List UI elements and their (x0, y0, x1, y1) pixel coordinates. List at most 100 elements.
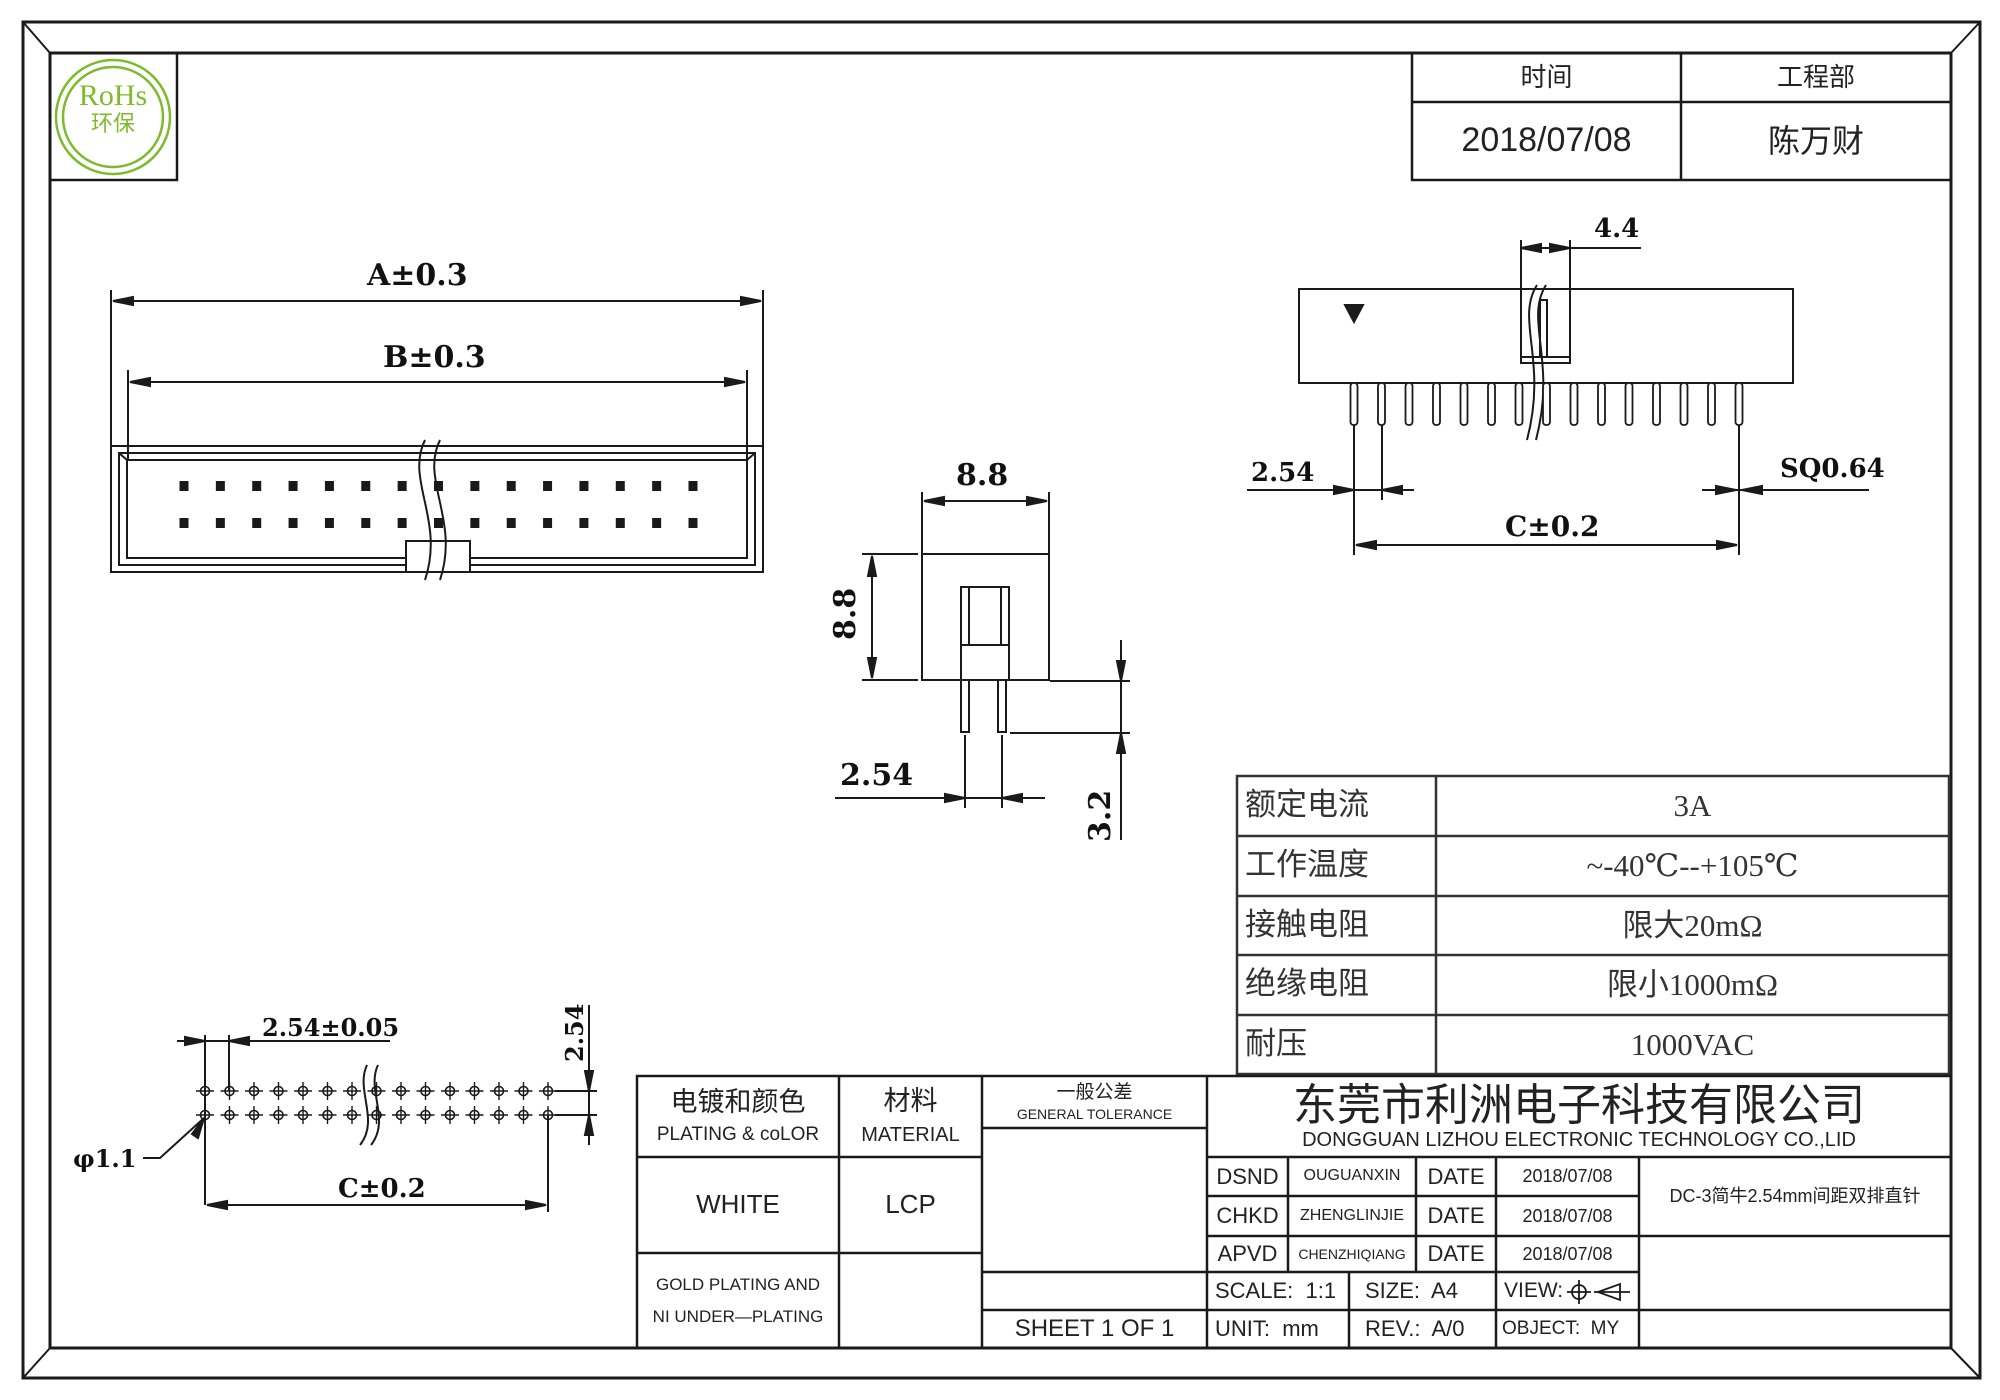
plating-label-en: PLATING & coLOR (656, 1124, 820, 1146)
front-view-pin (1707, 382, 1716, 426)
signoff-role: CHKD (1216, 1203, 1279, 1229)
spec-value: 限大20mΩ (1622, 907, 1763, 943)
rohs-cn-text: 环保 (90, 112, 135, 137)
dim-a-label: A±0.3 (367, 258, 468, 293)
top-view-pin (288, 481, 298, 491)
side-view-drawing (835, 492, 1130, 840)
front-view-pin (1487, 382, 1496, 426)
rohs-text: RoHs (78, 79, 148, 112)
front-view-drawing (1247, 240, 1869, 555)
pcb-hole (367, 1082, 386, 1100)
signoff-date: 2018/07/08 (1522, 1166, 1613, 1187)
object-field: OBJECT: MY (1502, 1318, 1620, 1340)
spec-label: 绝缘电阻 (1245, 966, 1369, 1003)
pcb-hole (465, 1082, 484, 1100)
signoff-name: ZHENGLINJIE (1299, 1206, 1404, 1224)
side-dim-pitch: 2.54 (840, 758, 914, 793)
front-view-pins (1349, 382, 1744, 426)
unit-field: UNIT: mm (1215, 1316, 1319, 1342)
front-view-pin (1432, 382, 1441, 426)
pcb-hole (490, 1106, 508, 1124)
header-time-label: 时间 (1520, 61, 1573, 92)
front-view-pin (1734, 382, 1744, 426)
top-view-pin (179, 518, 189, 528)
pcb-hole (294, 1106, 312, 1124)
pcb-hole (441, 1082, 459, 1100)
top-view-pin (215, 481, 225, 491)
spec-value: ~-40℃--+105℃ (1586, 848, 1799, 884)
front-dim-c: C±0.2 (1505, 510, 1600, 543)
pcb-hole (343, 1082, 361, 1100)
front-view-pin (1624, 382, 1634, 426)
rev-field: REV.: A/0 (1365, 1316, 1465, 1342)
company-name: 东莞市利洲电子科技有限公司 DONGGUAN LIZHOU ELECTRONIC… (1207, 1076, 1951, 1157)
spec-label: 工作温度 (1245, 847, 1369, 884)
signoff-name: CHENZHIQIANG (1298, 1245, 1406, 1262)
pcb-hole (416, 1106, 435, 1124)
top-view-pin (397, 481, 407, 491)
pcb-hole (196, 1082, 214, 1100)
top-view-drawing (110, 290, 764, 581)
pcb-holes (196, 1082, 557, 1124)
side-dim-width: 8.8 (956, 458, 1009, 493)
signoff-date: 2018/07/08 (1522, 1205, 1613, 1226)
pcb-hole (318, 1106, 337, 1124)
side-dim-pin-length: 3.2 (1083, 789, 1118, 842)
company-name-cn: 东莞市利洲电子科技有限公司 (1293, 1080, 1865, 1130)
front-view-pin (1542, 382, 1551, 426)
top-view-pin (252, 518, 262, 528)
pcb-hole (514, 1106, 533, 1124)
top-view-pin (361, 481, 371, 491)
header-table-grid (1410, 51, 1953, 182)
top-view-pin (579, 518, 589, 528)
spec-table-grid (1235, 774, 1951, 1076)
top-view-pin (288, 518, 298, 528)
top-view-pin (470, 481, 480, 491)
color-value: WHITE (696, 1189, 780, 1220)
top-view-pin (688, 518, 698, 528)
pcb-hole (416, 1082, 435, 1100)
rohs-logo: RoHs 环保 (63, 80, 163, 138)
scale-field: SCALE: 1:1 (1215, 1278, 1337, 1304)
front-view-pin (1679, 382, 1689, 426)
spec-value: 3A (1673, 788, 1712, 824)
front-dim-key: 4.4 (1594, 214, 1640, 244)
spec-value: 限小1000mΩ (1606, 967, 1779, 1003)
front-view-pin (1652, 382, 1661, 426)
sheet-number: SHEET 1 OF 1 (1014, 1315, 1175, 1343)
top-view-pin (652, 518, 662, 528)
pcb-hole (294, 1082, 312, 1100)
front-view-pin (1569, 382, 1579, 426)
pcb-hole (367, 1106, 386, 1124)
front-view-pin (1597, 382, 1606, 426)
pcb-hole (269, 1106, 288, 1124)
header-person-value: 陈万财 (1767, 122, 1864, 159)
front-view-pin (1404, 382, 1414, 426)
material-value: LCP (885, 1189, 936, 1220)
signoff-date-label: DATE (1427, 1241, 1485, 1267)
top-view-pin (688, 481, 698, 491)
plating-value: GOLD PLATING AND NI UNDER—PLATING (637, 1253, 839, 1348)
top-view-pin (252, 481, 262, 491)
pcb-hole (539, 1106, 557, 1124)
outer-frame (21, 20, 1982, 1380)
top-view-pin (397, 518, 407, 528)
pcb-hole (539, 1082, 557, 1100)
material-header: 材料 MATERIAL (839, 1076, 982, 1157)
side-dim-height: 8.8 (828, 587, 863, 640)
front-view-pin (1459, 382, 1469, 426)
header-dept-label: 工程部 (1776, 61, 1855, 92)
tolerance-label-en: GENERAL TOLERANCE (1016, 1105, 1173, 1122)
top-view-pin (324, 518, 334, 528)
top-view-pin (470, 518, 480, 528)
top-view-pin (434, 518, 443, 528)
pcb-dim-pitch: 2.54±0.05 (262, 1013, 400, 1042)
dim-b-label: B±0.3 (383, 340, 486, 375)
pcb-layout-drawing (143, 1005, 597, 1212)
pcb-dim-c: C±0.2 (338, 1174, 426, 1204)
top-view-pin (324, 481, 334, 491)
pcb-hole (220, 1106, 239, 1124)
header-date-value: 2018/07/08 (1461, 121, 1632, 160)
pcb-dim-row: 2.54 (560, 1003, 589, 1062)
